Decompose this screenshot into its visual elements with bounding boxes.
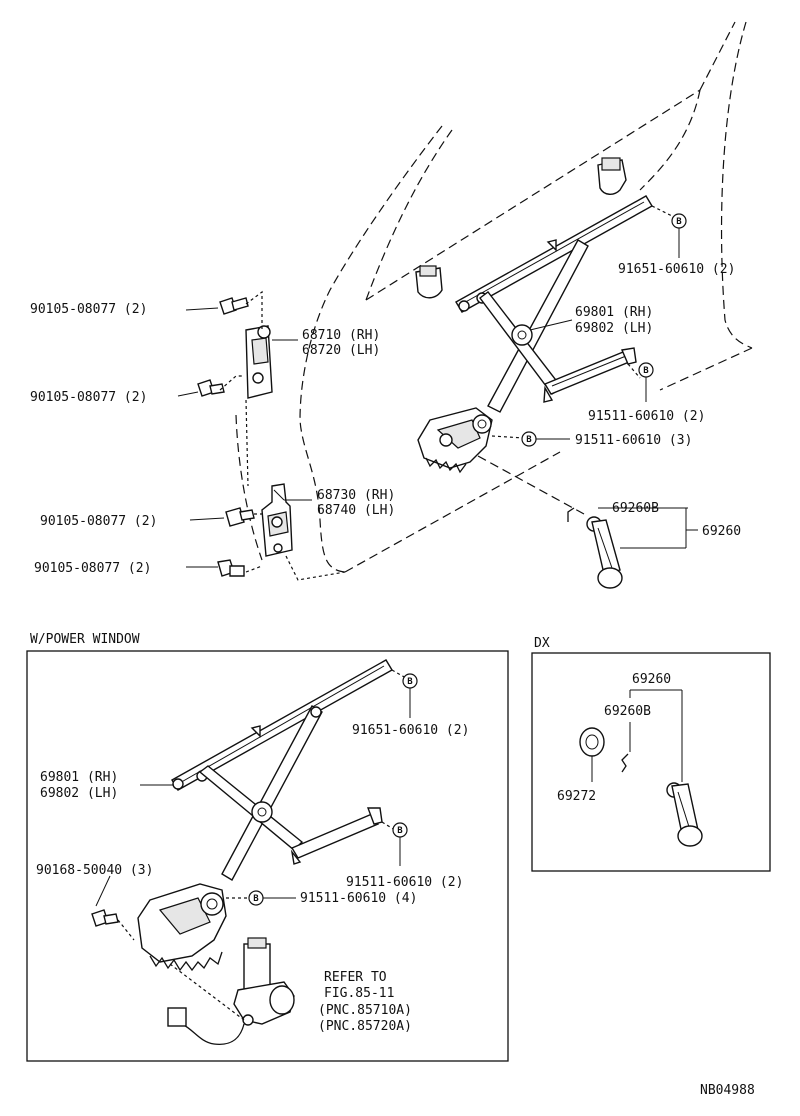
svg-text:B: B — [643, 366, 649, 376]
door-hinge-upper — [245, 325, 273, 399]
window-crank-handle — [567, 507, 623, 589]
part-number-label: 91511-60610 (4) — [300, 891, 417, 906]
part-number-label: 90105-08077 (2) — [30, 390, 147, 405]
svg-text:B: B — [676, 217, 682, 227]
power-window-regulator — [137, 659, 393, 972]
window-motor — [167, 937, 295, 1046]
part-number-label: 91511-60610 (3) — [575, 433, 692, 448]
figure-code: NB04988 — [700, 1083, 755, 1098]
part-number-label: 69801 (RH) — [575, 305, 653, 320]
reference-note: REFER TO — [324, 970, 387, 985]
part-number-label: 68720 (LH) — [302, 343, 380, 358]
part-number-label: 68730 (RH) — [317, 488, 395, 503]
svg-text:B: B — [407, 677, 413, 687]
window-regulator — [417, 195, 653, 474]
section-title: DX — [534, 636, 550, 651]
part-number-label: 69260B — [612, 501, 659, 516]
section-frame — [26, 650, 509, 1062]
power-window-section: W/POWER WINDOW — [26, 632, 509, 1062]
part-number-label: 91511-60610 (2) — [346, 875, 463, 890]
bolt-b-marker: B — [671, 213, 687, 229]
part-number-label: 69260B — [604, 704, 651, 719]
section-frame — [531, 652, 771, 872]
svg-text:B: B — [397, 826, 403, 836]
part-number-label: 90105-08077 (2) — [34, 561, 151, 576]
part-number-label: 69260 — [632, 672, 671, 687]
bolt-icon — [217, 559, 245, 577]
bolt-icon — [219, 297, 249, 315]
bolt-b-marker: B — [521, 431, 537, 447]
part-number-label: 91651-60610 (2) — [618, 262, 735, 277]
part-number-label: 90105-08077 (2) — [40, 514, 157, 529]
bolt-b-marker: B — [248, 890, 264, 906]
main-assembly: B B B 90105-08077 (2) 90105-08077 (2) 90… — [30, 21, 753, 589]
door-clip-lower — [415, 265, 443, 299]
part-number-label: 91511-60610 (2) — [588, 409, 705, 424]
part-number-label: 69260 — [702, 524, 741, 539]
svg-text:B: B — [253, 894, 259, 904]
dx-section: DX 69260 69260B 69272 — [531, 636, 771, 872]
door-clip-upper — [597, 157, 627, 195]
part-number-label: 68740 (LH) — [317, 503, 395, 518]
screw-icon — [91, 909, 119, 927]
reference-note: FIG.85-11 — [324, 986, 394, 1001]
part-number-label: 90105-08077 (2) — [30, 302, 147, 317]
retaining-clip — [621, 753, 629, 773]
reference-note: (PNC.85720A) — [318, 1019, 412, 1034]
window-crank-handle — [666, 782, 703, 847]
door-hinge-lower — [261, 483, 293, 557]
part-number-label: 69272 — [557, 789, 596, 804]
part-number-label: 91651-60610 (2) — [352, 723, 469, 738]
bolt-b-marker: B — [402, 673, 418, 689]
part-number-label: 69802 (LH) — [40, 786, 118, 801]
svg-text:B: B — [526, 435, 532, 445]
bolt-b-marker: B — [392, 822, 408, 838]
bolt-b-marker: B — [638, 362, 654, 378]
bolt-icon — [225, 507, 255, 527]
part-number-label: 69801 (RH) — [40, 770, 118, 785]
door-outline — [235, 21, 753, 573]
handle-knob — [579, 727, 605, 757]
part-number-label: 69802 (LH) — [575, 321, 653, 336]
section-title: W/POWER WINDOW — [30, 632, 140, 647]
part-number-label: 90168-50040 (3) — [36, 863, 153, 878]
part-number-label: 68710 (RH) — [302, 328, 380, 343]
reference-note: (PNC.85710A) — [318, 1003, 412, 1018]
bolt-icon — [197, 379, 225, 397]
